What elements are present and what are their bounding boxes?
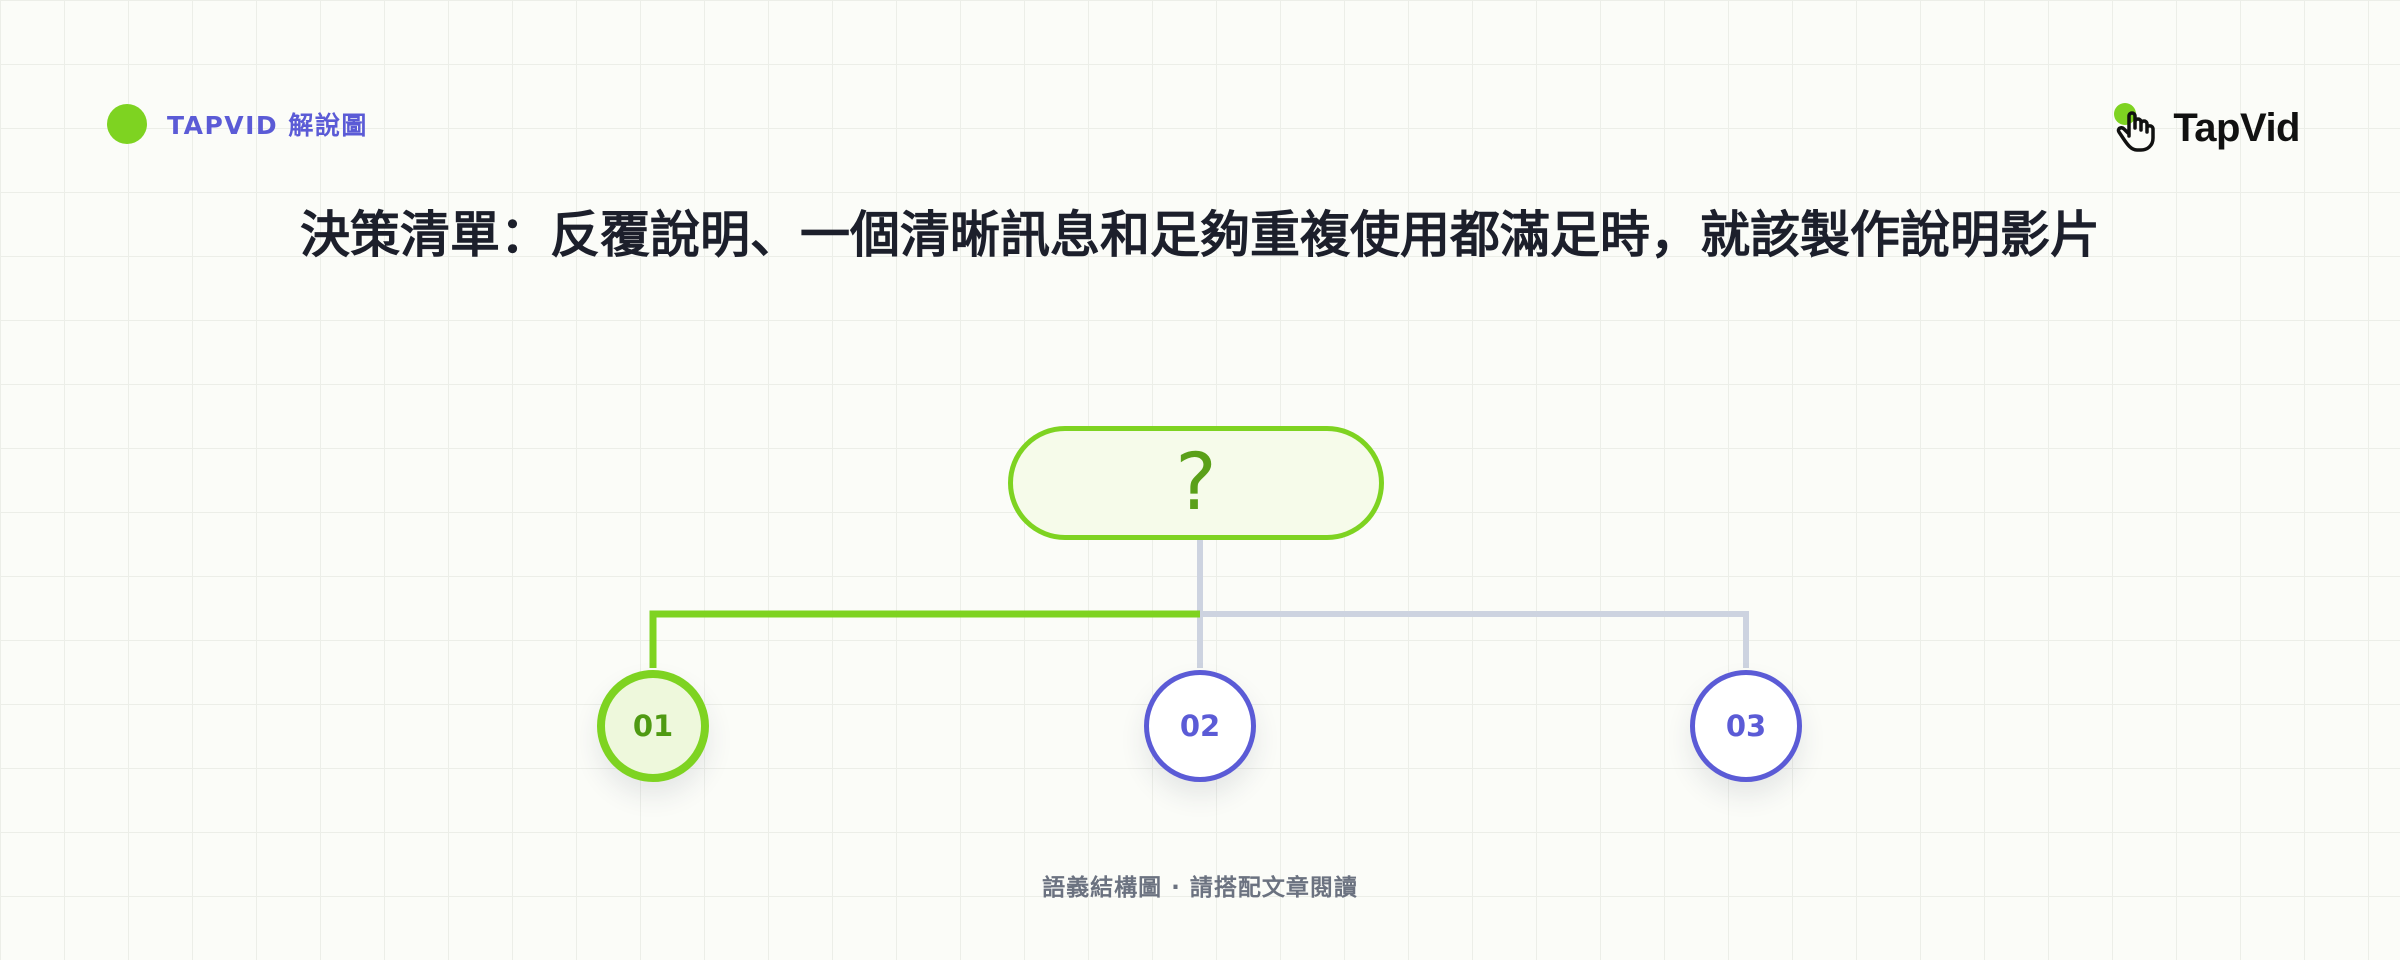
logo-text: TapVid <box>2173 105 2300 150</box>
connector-to-step-03 <box>1200 611 1749 668</box>
connector-to-step-01 <box>649 610 1200 668</box>
step-label: 03 <box>1725 709 1767 743</box>
tapvid-logo[interactable]: TapVid <box>2111 100 2300 156</box>
footer-note: 語義結構圖 · 請搭配文章閱讀 <box>1042 875 1358 901</box>
brand-tag-label: TAPVID 解說圖 <box>167 111 368 140</box>
root-decision-node: ? <box>1008 426 1384 540</box>
step-label: 02 <box>1179 709 1221 743</box>
pointing-hand-cursor-icon <box>2114 103 2156 152</box>
page-title: 決策清單：反覆說明、一個清晰訊息和足夠重複使用都滿足時，就該製作說明影片 <box>300 206 2100 264</box>
step-02[interactable]: 02 <box>1144 670 1256 782</box>
step-label: 01 <box>632 709 674 743</box>
brand-dot-icon <box>107 104 147 144</box>
question-mark-icon: ? <box>1175 438 1217 528</box>
step-01[interactable]: 01 <box>597 670 709 782</box>
step-03[interactable]: 03 <box>1690 670 1802 782</box>
brand-tag: TAPVID 解說圖 <box>107 104 368 144</box>
